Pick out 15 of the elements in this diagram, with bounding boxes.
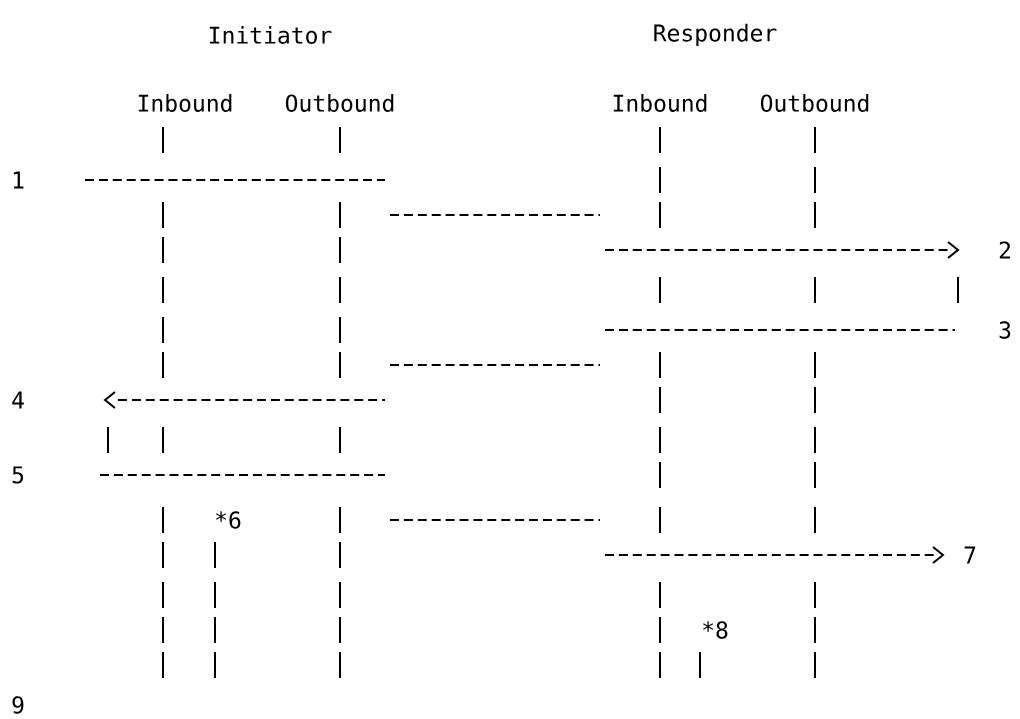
column-label: Initiator <box>209 26 332 44</box>
column-label: Outbound <box>285 94 394 112</box>
step-number: 3 <box>999 321 1011 339</box>
step-number: 9 <box>12 696 24 714</box>
column-label: Inbound <box>613 94 707 112</box>
step-number: 7 <box>964 546 976 564</box>
step-number: *6 <box>216 511 241 529</box>
step-number: 2 <box>999 241 1010 259</box>
step-number: 5 <box>12 466 24 484</box>
column-label: Responder <box>654 23 777 47</box>
step-number: 1 <box>13 171 24 189</box>
column-label: Outbound <box>760 94 869 112</box>
column-label: Inbound <box>138 94 232 112</box>
step-number: 4 <box>12 391 24 409</box>
step-number: *8 <box>703 621 728 639</box>
